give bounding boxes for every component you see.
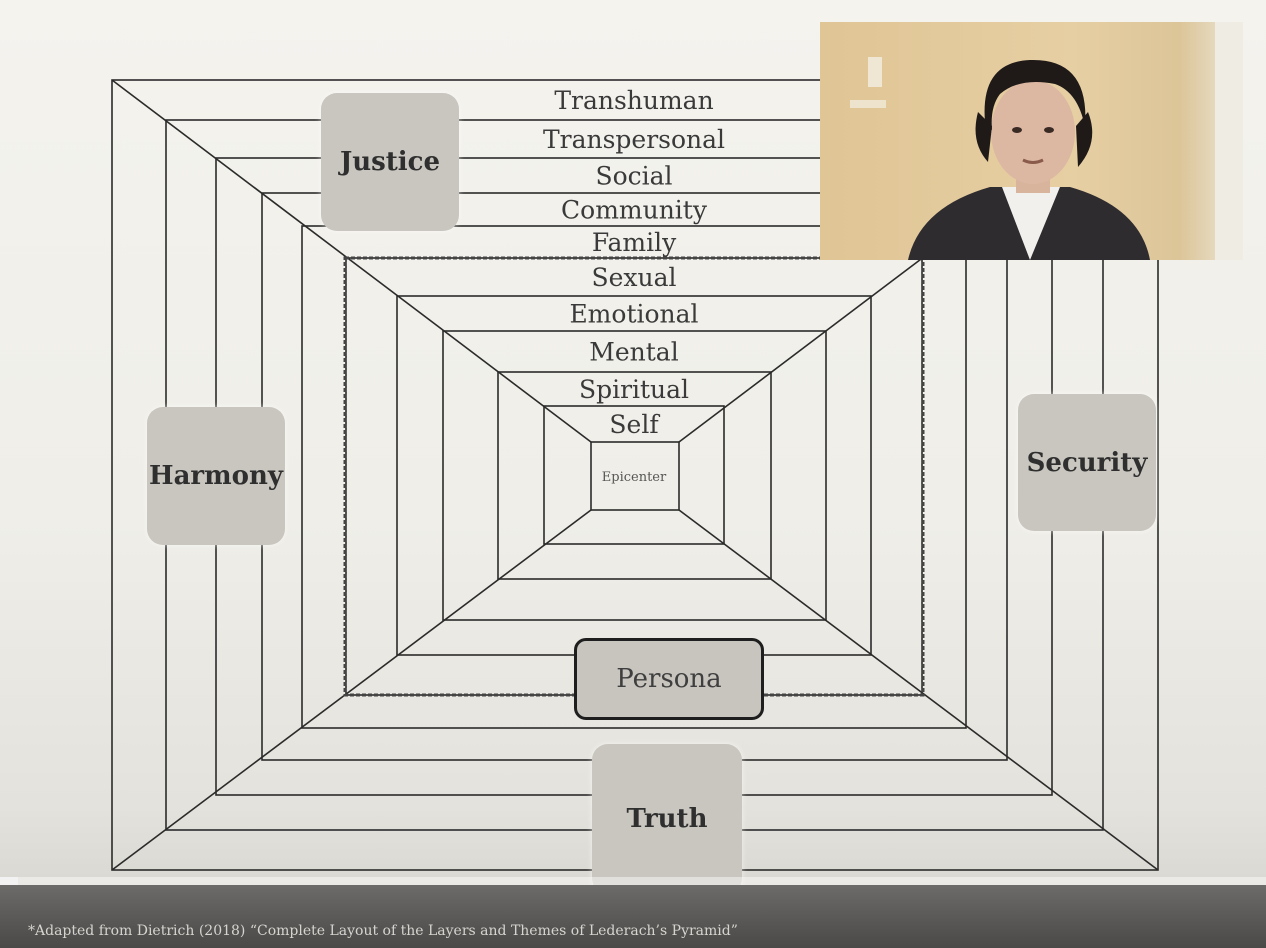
layer-frame-4 [301,225,967,729]
persona-label: Persona [616,664,722,694]
layer-label-mental: Mental [589,338,678,367]
layer-label-self: Self [609,410,660,439]
video-progress-fill [0,877,18,885]
layer-label-community: Community [561,196,708,225]
persona-box: Persona [574,638,764,720]
layer-frame-9 [543,405,725,545]
justice-box: Justice [321,93,459,231]
epicenter-label: Epicenter [602,470,667,485]
layer-label-emotional: Emotional [569,300,698,329]
layer-label-spiritual: Spiritual [579,375,689,404]
citation-caption: *Adapted from Dietrich (2018) “Complete … [28,923,738,939]
layer-frame-10 [590,441,680,511]
corner-diagonal-3 [678,509,1159,871]
video-progress-bar[interactable] [0,877,1266,885]
security-box: Security [1018,394,1156,531]
harmony-label: Harmony [149,461,283,491]
bottom-caption-band [0,885,1266,948]
truth-box: Truth [592,744,742,894]
layer-label-transhuman: Transhuman [554,86,713,115]
presenter-video [820,22,1243,260]
corner-diagonal-0 [111,79,592,443]
harmony-box: Harmony [147,407,285,545]
corner-diagonal-2 [111,509,592,871]
layer-label-family: Family [592,228,677,257]
layer-frame-8 [497,371,772,580]
security-label: Security [1026,447,1148,478]
presenter-video-icon [850,22,1243,260]
layer-frame-7 [442,330,827,621]
layer-label-sexual: Sexual [591,263,676,292]
justice-label: Justice [339,147,441,177]
truth-label: Truth [626,804,708,834]
layer-label-transpersonal: Transpersonal [543,125,725,154]
layer-label-social: Social [595,162,672,191]
